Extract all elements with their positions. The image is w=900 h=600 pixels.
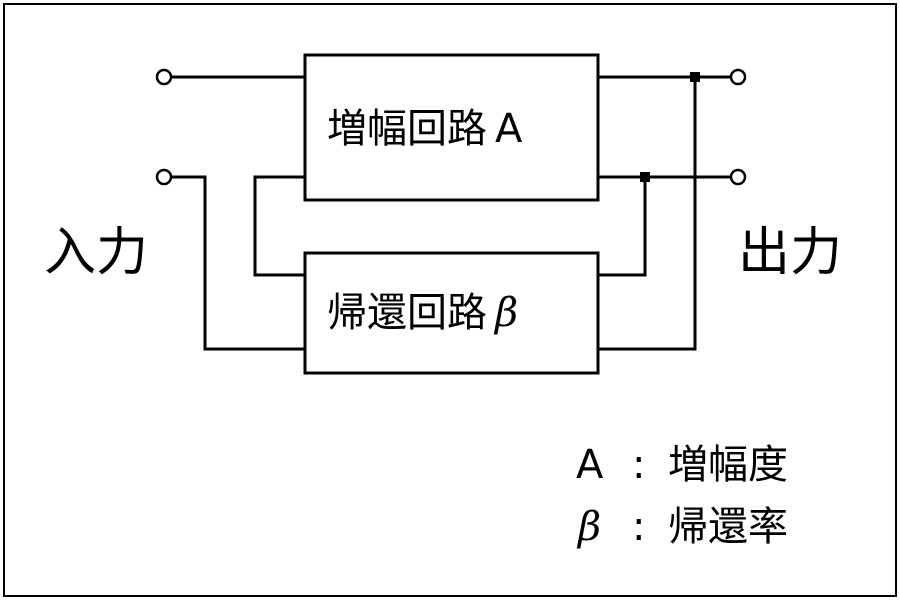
legend-meaning-amplification: 増幅度 <box>668 442 788 488</box>
legend: A : 増幅度 β : 帰還率 <box>576 442 788 550</box>
feedback-block <box>303 251 600 375</box>
output-bottom-junction <box>640 172 650 182</box>
wiring <box>168 75 737 351</box>
legend-separator-feedback: : <box>632 504 645 550</box>
input-bottom-terminal <box>155 168 173 186</box>
amplifier-to-feedback-wire <box>253 175 307 277</box>
amplifier-block-symbol: A <box>495 106 523 152</box>
amplifier-block-name: 増幅回路 <box>327 106 487 152</box>
legend-symbol-amplification: A <box>576 442 604 488</box>
feedback-return-wire <box>596 75 697 351</box>
input-top-terminal <box>155 68 173 86</box>
legend-separator-amplification: : <box>632 442 645 488</box>
legend-symbol-feedback: β <box>576 504 601 550</box>
output-bottom-terminal <box>729 168 747 186</box>
output-label: 出力 <box>738 223 842 283</box>
feedback-sample-wire <box>596 175 647 277</box>
input-bottom-wire <box>168 175 307 351</box>
output-top-terminal <box>729 68 747 86</box>
feedback-block-name: 帰還回路 <box>327 290 487 336</box>
amplifier-block <box>303 53 600 202</box>
input-label: 入力 <box>44 223 148 283</box>
output-top-junction <box>690 72 700 82</box>
feedback-block-symbol: β <box>493 290 518 336</box>
legend-meaning-feedback: 帰還率 <box>668 504 788 550</box>
